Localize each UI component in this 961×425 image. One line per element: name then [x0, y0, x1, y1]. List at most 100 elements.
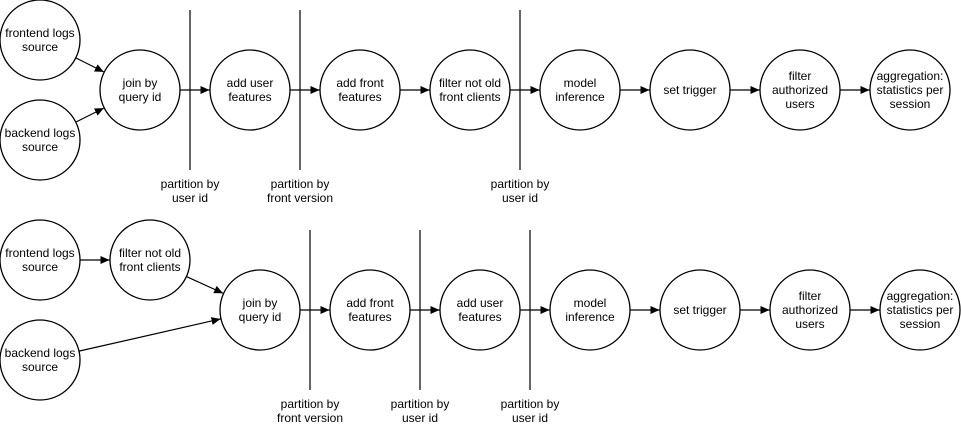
node-label-line: statistics per: [877, 83, 944, 97]
node-label-line: source: [22, 360, 58, 374]
node-label-line: backend logs: [5, 346, 76, 360]
node-label-line: filter not old: [439, 76, 501, 90]
node-label-line: aggregation:: [887, 289, 954, 303]
node-circle: [219, 269, 301, 351]
partition-label-line: user id: [172, 191, 208, 205]
node-label-line: inference: [555, 90, 605, 104]
node-circle: [99, 49, 181, 131]
node-label-line: query id: [239, 310, 282, 324]
node-label-line: users: [795, 317, 824, 331]
node-circle: [0, 99, 81, 181]
edge-fe-to-join: [75, 57, 105, 73]
node-label-line: model: [574, 296, 607, 310]
node-circle: [209, 49, 291, 131]
node-trigger: set trigger: [649, 49, 731, 131]
node-label-line: frontend logs: [5, 246, 74, 260]
partition-label-line: user id: [402, 411, 438, 425]
node-circle: [0, 0, 81, 81]
node-label-line: aggregation:: [877, 69, 944, 83]
partition-label-line: partition by: [491, 177, 550, 191]
partition-label-line: front version: [267, 191, 333, 205]
node-circle: [319, 49, 401, 131]
node-label-line: features: [348, 310, 391, 324]
node-circle: [0, 319, 81, 401]
edge-filter-to-join: [186, 276, 224, 294]
partition-label-line: user id: [502, 191, 538, 205]
node-label-line: set trigger: [663, 83, 716, 97]
node-label-line: add user: [227, 76, 274, 90]
partition-label-line: partition by: [281, 397, 340, 411]
edge-be-to-join: [78, 317, 221, 352]
node-circle: [439, 269, 521, 351]
node-label-line: authorized: [772, 83, 828, 97]
node-circle: [879, 269, 961, 351]
node-label-line: frontend logs: [5, 26, 74, 40]
partition-label-line: partition by: [391, 397, 450, 411]
node-label-line: session: [900, 317, 941, 331]
partition-label-line: partition by: [501, 397, 560, 411]
node-label-line: add front: [336, 76, 384, 90]
node-circle: [539, 49, 621, 131]
node-circle: [109, 219, 191, 301]
node-label-line: inference: [565, 310, 615, 324]
node-label-line: authorized: [782, 303, 838, 317]
node-label-line: filter: [789, 69, 812, 83]
node-label-line: set trigger: [673, 303, 726, 317]
node-circle: [769, 269, 851, 351]
node-circle: [659, 269, 741, 351]
node-label-line: join by: [122, 76, 158, 90]
node-label: set trigger: [673, 303, 726, 317]
node-circle: [649, 49, 731, 131]
node-circle: [869, 49, 951, 131]
node-trigger: set trigger: [659, 269, 741, 351]
node-label-line: statistics per: [887, 303, 954, 317]
partition-label-line: partition by: [161, 177, 220, 191]
partition-label-line: front version: [277, 411, 343, 425]
node-label-line: add user: [457, 296, 504, 310]
edge-be-to-join: [75, 107, 105, 123]
node-circle: [759, 49, 841, 131]
node-label-line: features: [338, 90, 381, 104]
node-circle: [549, 269, 631, 351]
node-label-line: filter not old: [119, 246, 181, 260]
node-label-line: source: [22, 40, 58, 54]
node-label-line: features: [228, 90, 271, 104]
node-label-line: source: [22, 260, 58, 274]
node-label-line: source: [22, 140, 58, 154]
node-label-line: front clients: [439, 90, 500, 104]
node-circle: [0, 219, 81, 301]
node-label-line: join by: [242, 296, 278, 310]
node-label-line: users: [785, 97, 814, 111]
partition-label-line: partition by: [271, 177, 330, 191]
node-label: set trigger: [663, 83, 716, 97]
